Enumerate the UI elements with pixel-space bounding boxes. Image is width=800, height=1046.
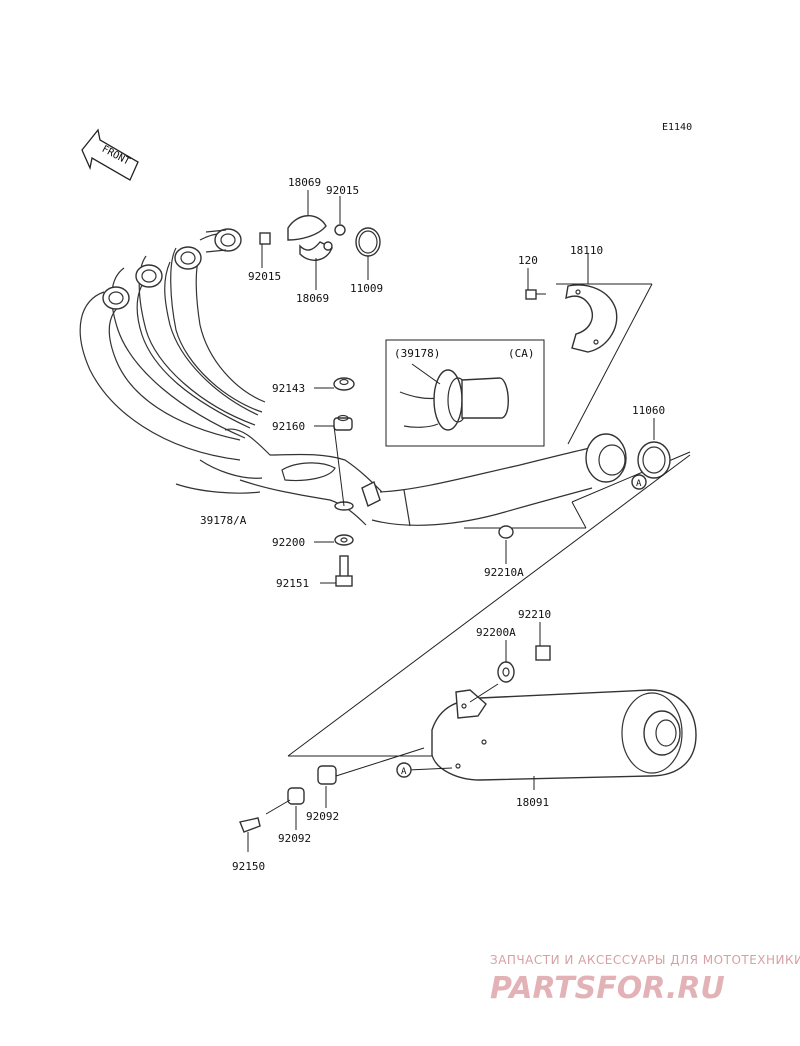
reference-triangle-lower (287, 454, 691, 757)
part-label-92210: 92210 (518, 608, 551, 621)
part-label-18069-lower: 18069 (296, 292, 329, 305)
part-label-92150: 92150 (232, 860, 265, 873)
callout-a-upper: A (636, 479, 642, 489)
exhaust-header-pipes (79, 228, 593, 527)
part-label-92143: 92143 (272, 382, 305, 395)
part-label-92092-right: 92092 (306, 810, 339, 823)
inset-ca-detail: (39178) (CA) (385, 339, 545, 447)
part-label-39178-a: 39178/A (200, 514, 247, 527)
part-label-92160: 92160 (272, 420, 305, 433)
part-label-18069-upper: 18069 (288, 176, 321, 189)
part-number-labels: 18069 92015 92015 18069 11009 120 18110 … (200, 176, 665, 873)
watermark: ЗАПЧАСТИ И АКСЕССУАРЫ ДЛЯ МОТОТЕХНИКИ PA… (490, 953, 800, 1006)
leader-lines (247, 190, 655, 852)
muffler-part (396, 689, 697, 781)
part-label-18110: 18110 (570, 244, 603, 257)
part-label-92151: 92151 (276, 577, 309, 590)
exhaust-clamp-parts (259, 215, 381, 261)
inset-part-ref: (39178) (394, 347, 440, 360)
heat-shield-part (565, 284, 618, 353)
part-label-92200: 92200 (272, 536, 305, 549)
part-label-92092-left: 92092 (278, 832, 311, 845)
watermark-tagline: ЗАПЧАСТИ И АКСЕССУАРЫ ДЛЯ МОТОТЕХНИКИ (490, 953, 800, 967)
part-label-92015-upper: 92015 (326, 184, 359, 197)
mount-hardware-stack (333, 377, 514, 587)
diagram-code: E1140 (662, 122, 692, 133)
part-label-11060: 11060 (632, 404, 665, 417)
inset-region: (CA) (508, 347, 535, 360)
callout-a-lower: A (401, 767, 407, 777)
lower-mount-hardware (239, 747, 425, 833)
part-label-11009: 11009 (350, 282, 383, 295)
watermark-brand: PARTSFOR.RU (490, 971, 725, 1006)
part-label-120: 120 (518, 254, 538, 267)
connector-pipe-flange (585, 433, 671, 490)
bolt-120-part (525, 289, 546, 300)
part-label-92200a: 92200A (476, 626, 516, 639)
part-label-18091: 18091 (516, 796, 549, 809)
part-label-92015-lower: 92015 (248, 270, 281, 283)
part-label-92210a: 92210A (484, 566, 524, 579)
muffler-mount-hardware (469, 645, 551, 703)
front-direction-arrow-icon: FRONT (81, 128, 139, 181)
